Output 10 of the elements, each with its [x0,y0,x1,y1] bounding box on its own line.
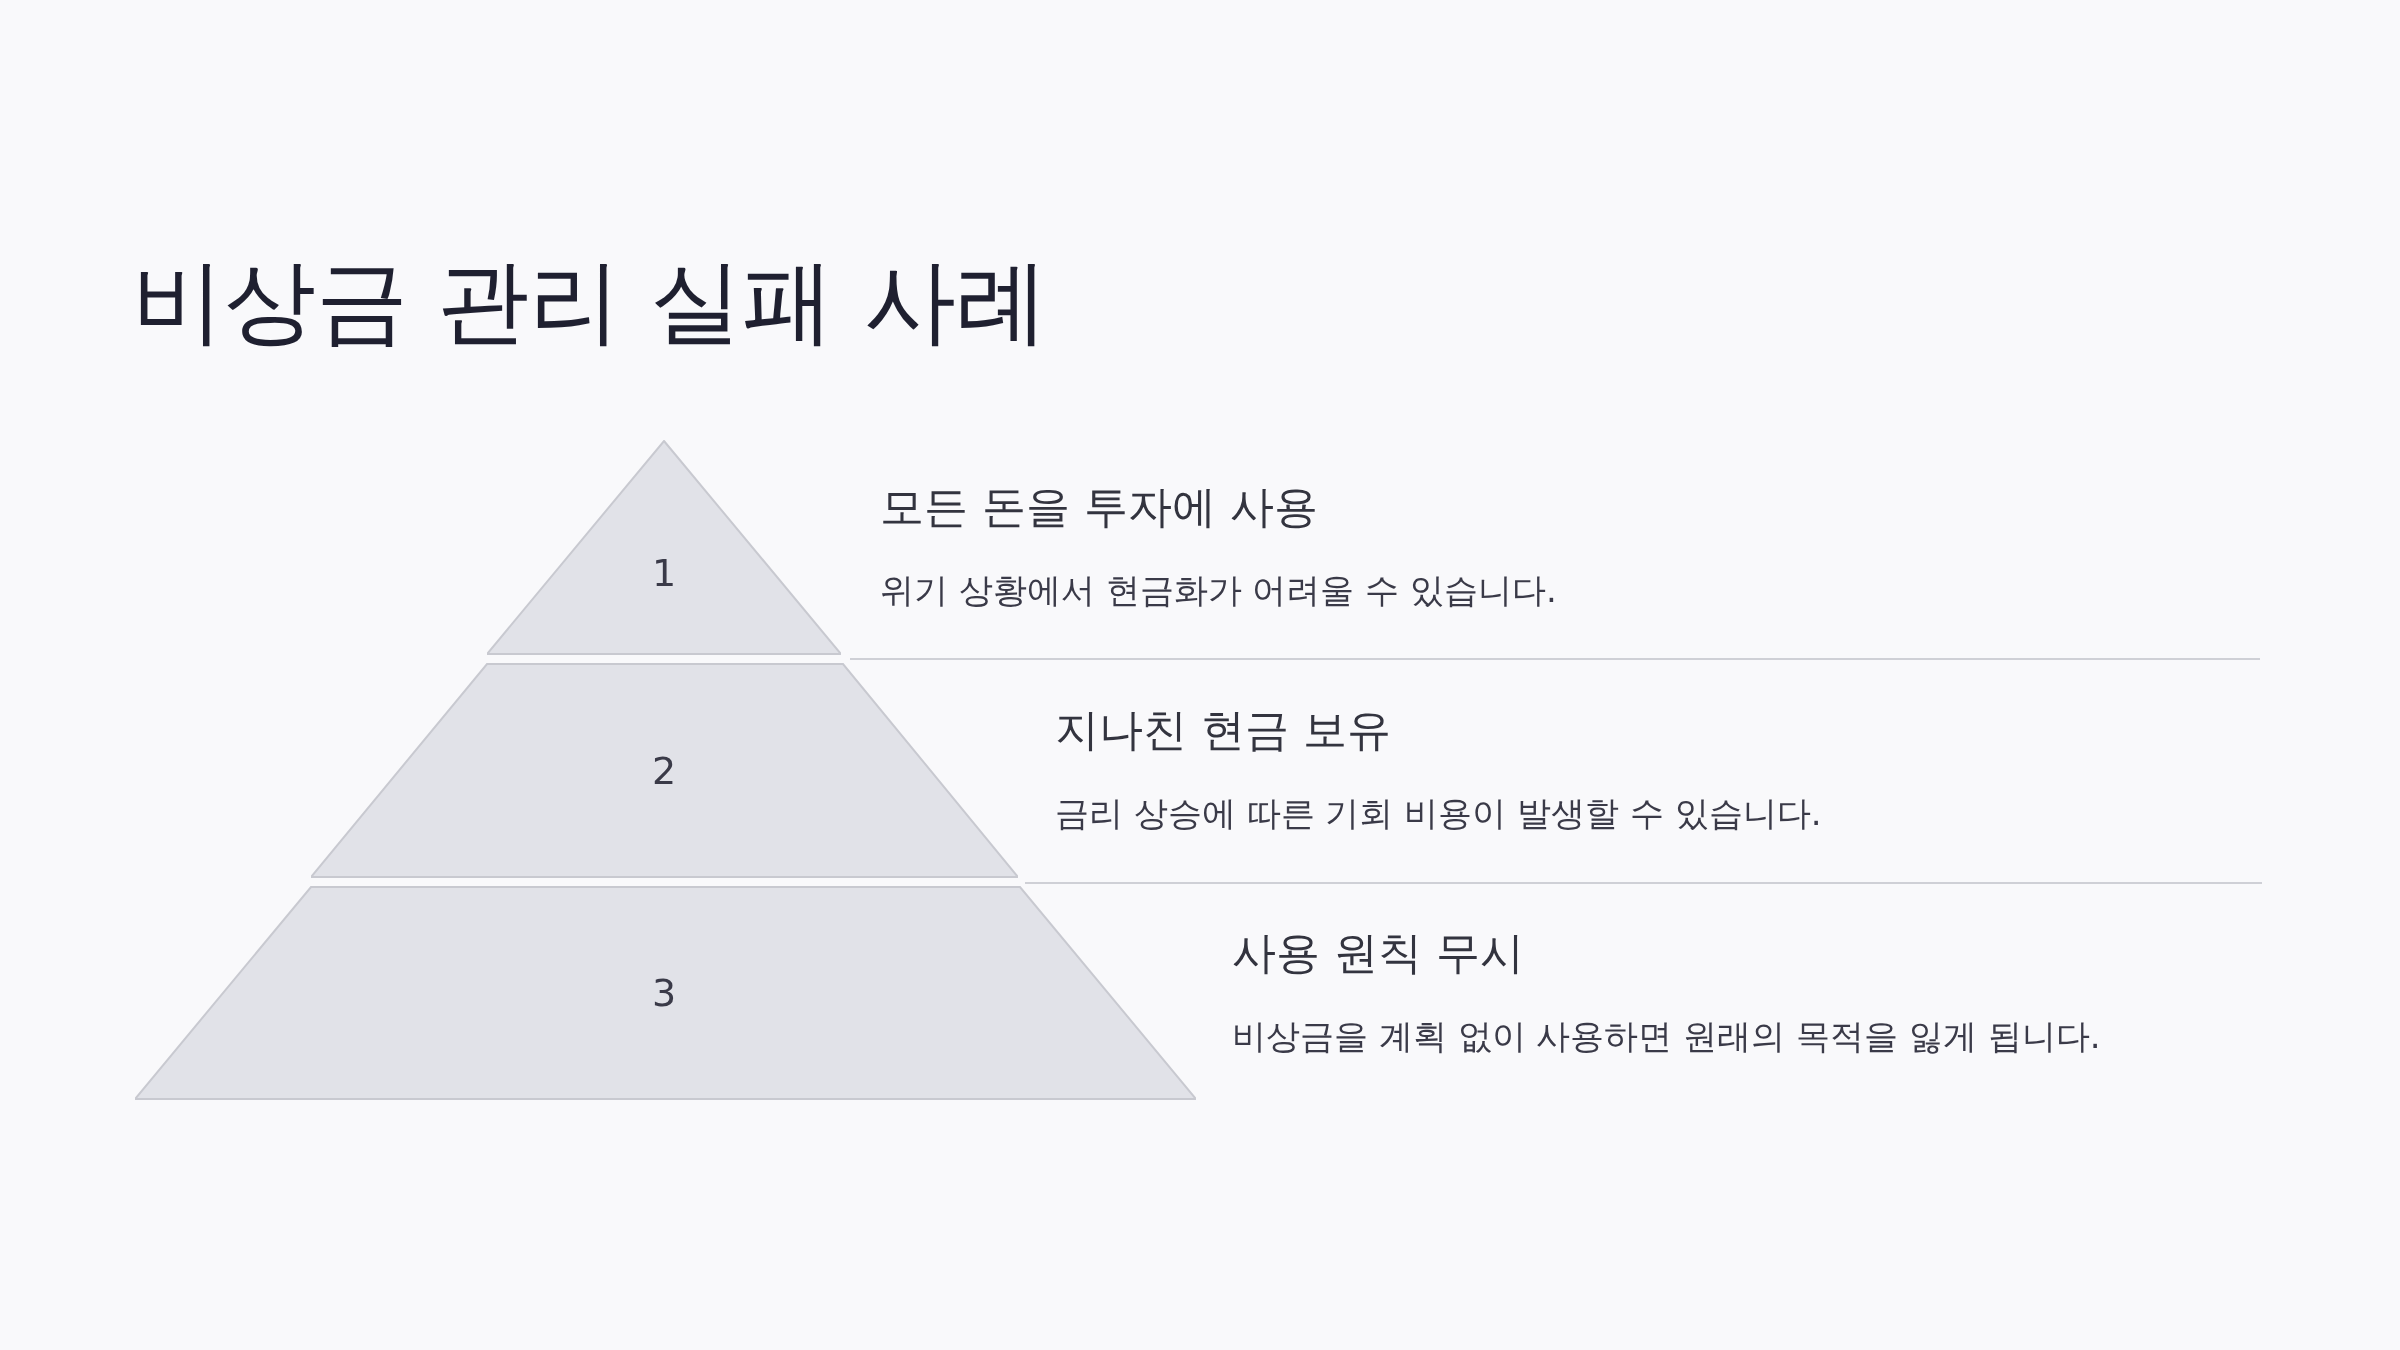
tier-number: 3 [651,971,677,1015]
tier-description: 비상금을 계획 없이 사용하면 원래의 목적을 잃게 됩니다. [1232,1015,2101,1058]
tier-heading: 지나친 현금 보유 [1055,703,1391,757]
tier-heading: 사용 원칙 무시 [1232,926,1524,980]
tier-description: 금리 상승에 따른 기회 비용이 발생할 수 있습니다. [1055,792,1822,835]
tier-description: 위기 상황에서 현금화가 어려울 수 있습니다. [880,569,1557,612]
slide-title: 비상금 관리 실패 사례 [132,247,1048,357]
tier-number: 2 [651,748,677,793]
tier-number: 1 [651,551,677,596]
tier-heading: 모든 돈을 투자에 사용 [880,480,1318,534]
